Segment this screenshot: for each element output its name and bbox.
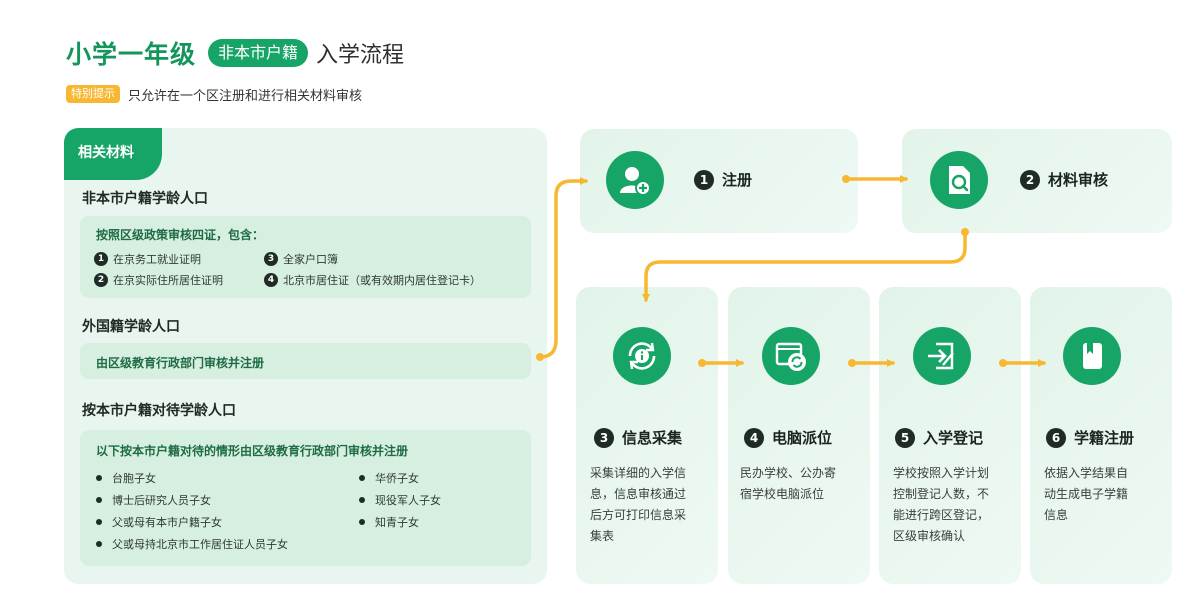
step-card-computer-assign: 4 电脑派位 民办学校、公办寄 宿学校电脑派位	[728, 287, 870, 584]
step-label: 6 学籍注册	[1046, 427, 1134, 448]
section-box-heading: 以下按本市户籍对待的情形由区级教育行政部门审核并注册	[96, 444, 409, 458]
step-number-badge: 3	[594, 427, 614, 448]
section-box-local-equivalent: 以下按本市户籍对待的情形由区级教育行政部门审核并注册 台胞子女 博士后研究人员子…	[80, 430, 531, 566]
number-badge: 3	[264, 252, 278, 266]
list-item-text: 父或母有本市户籍子女	[112, 516, 222, 529]
desc-line: 采集详细的入学信	[590, 466, 687, 480]
list-item-text: 台胞子女	[112, 472, 156, 485]
bullet-icon	[359, 475, 365, 481]
step-card-enrollment: 5 入学登记 学校按照入学计划 控制登记人数，不 能进行跨区登记， 区级审核确认	[879, 287, 1021, 584]
page-title: 小学一年级	[66, 40, 197, 69]
page-header: 小学一年级 非本市户籍 入学流程	[66, 36, 404, 70]
bullet-icon	[359, 519, 365, 525]
list-item: 3 全家户口簿	[264, 251, 338, 267]
step-card-register: 1 注册	[580, 129, 858, 233]
section-box-foreign: 由区级教育行政部门审核并注册	[80, 343, 531, 379]
desc-line: 民办学校、公办寄	[740, 466, 837, 480]
list-item-text: 在京务工就业证明	[113, 253, 201, 266]
document-search-icon	[930, 151, 988, 209]
step-title: 电脑派位	[772, 429, 833, 447]
list-item: 父或母有本市户籍子女	[96, 514, 222, 530]
desc-line: 后方可打印信息采	[590, 508, 687, 522]
step-title: 材料审核	[1048, 171, 1109, 189]
list-item-text: 父或母持北京市工作居住证人员子女	[112, 538, 288, 551]
computer-refresh-icon	[762, 327, 820, 385]
category-badge: 非本市户籍	[208, 39, 309, 67]
step-label: 1 注册	[694, 169, 752, 190]
desc-line: 息，信息审核通过	[590, 487, 687, 501]
tip-badge: 特别提示	[66, 85, 120, 103]
info-cycle-icon	[613, 327, 671, 385]
sign-in-icon	[913, 327, 971, 385]
list-item: 台胞子女	[96, 470, 156, 486]
desc-line: 宿学校电脑派位	[740, 487, 825, 501]
section-box-heading: 按照区级政策审核四证，包含：	[96, 228, 265, 242]
materials-tab: 相关材料	[64, 128, 162, 180]
list-item-text: 博士后研究人员子女	[112, 494, 211, 507]
step-label: 3 信息采集	[594, 427, 682, 448]
step-card-student-registry: 6 学籍注册 依据入学结果自 动生成电子学籍 信息	[1030, 287, 1172, 584]
number-badge: 1	[94, 252, 108, 266]
desc-line: 区级审核确认	[893, 529, 966, 543]
list-item: 现役军人子女	[359, 492, 441, 508]
list-item: 知青子女	[359, 514, 419, 530]
bullet-icon	[96, 475, 102, 481]
bullet-icon	[96, 541, 102, 547]
list-item-text: 在京实际住所居住证明	[113, 274, 223, 287]
step-description: 学校按照入学计划 控制登记人数，不 能进行跨区登记， 区级审核确认	[893, 463, 989, 547]
section-box-nonlocal: 按照区级政策审核四证，包含： 1 在京务工就业证明 3 全家户口簿 2 在京实际…	[80, 216, 531, 298]
step-title: 注册	[722, 171, 753, 189]
list-item-text: 华侨子女	[375, 472, 419, 485]
list-item-text: 北京市居住证（或有效期内居住登记卡）	[283, 274, 481, 287]
step-description: 采集详细的入学信 息，信息审核通过 后方可打印信息采 集表	[590, 463, 686, 547]
step-label: 2 材料审核	[1020, 169, 1108, 190]
step-label: 4 电脑派位	[744, 427, 832, 448]
desc-line: 信息	[1044, 508, 1069, 522]
list-item-text: 现役军人子女	[375, 494, 441, 507]
tip-text: 只允许在一个区注册和进行相关材料审核	[128, 88, 363, 104]
list-item: 博士后研究人员子女	[96, 492, 211, 508]
step-card-info-collect: 3 信息采集 采集详细的入学信 息，信息审核通过 后方可打印信息采 集表	[576, 287, 718, 584]
list-item: 父或母持北京市工作居住证人员子女	[96, 536, 288, 552]
list-item: 华侨子女	[359, 470, 419, 486]
bullet-icon	[96, 497, 102, 503]
section-title-local-equivalent: 按本市户籍对待学龄人口	[82, 403, 236, 419]
list-item: 1 在京务工就业证明	[94, 251, 201, 267]
desc-line: 学校按照入学计划	[893, 466, 990, 480]
step-description: 依据入学结果自 动生成电子学籍 信息	[1044, 463, 1128, 526]
step-label: 5 入学登记	[895, 427, 983, 448]
section-box-heading: 由区级教育行政部门审核并注册	[96, 356, 265, 370]
desc-line: 动生成电子学籍	[1044, 487, 1129, 501]
step-card-review: 2 材料审核	[902, 129, 1172, 233]
step-description: 民办学校、公办寄 宿学校电脑派位	[740, 463, 836, 505]
step-title: 入学登记	[923, 429, 984, 447]
book-icon	[1063, 327, 1121, 385]
desc-line: 能进行跨区登记，	[893, 508, 990, 522]
desc-line: 集表	[590, 529, 615, 543]
step-number-badge: 5	[895, 427, 915, 448]
desc-line: 控制登记人数，不	[893, 487, 990, 501]
bullet-icon	[359, 497, 365, 503]
step-number-badge: 1	[694, 169, 714, 190]
number-badge: 4	[264, 273, 278, 287]
list-item: 4 北京市居住证（或有效期内居住登记卡）	[264, 272, 481, 288]
step-number-badge: 2	[1020, 169, 1040, 190]
list-item-text: 知青子女	[375, 516, 419, 529]
user-add-icon	[606, 151, 664, 209]
section-title-nonlocal: 非本市户籍学龄人口	[82, 191, 208, 207]
step-number-badge: 4	[744, 427, 764, 448]
bullet-icon	[96, 519, 102, 525]
materials-panel: 相关材料 非本市户籍学龄人口 按照区级政策审核四证，包含： 1 在京务工就业证明…	[64, 128, 547, 584]
list-item: 2 在京实际住所居住证明	[94, 272, 223, 288]
list-item-text: 全家户口簿	[283, 253, 338, 266]
section-title-foreign: 外国籍学龄人口	[82, 319, 180, 335]
number-badge: 2	[94, 273, 108, 287]
tip-row: 特别提示 只允许在一个区注册和进行相关材料审核	[66, 84, 362, 104]
step-title: 信息采集	[622, 429, 683, 447]
step-number-badge: 6	[1046, 427, 1066, 448]
step-title: 学籍注册	[1074, 429, 1135, 447]
page-title-suffix: 入学流程	[316, 43, 405, 68]
desc-line: 依据入学结果自	[1044, 466, 1129, 480]
